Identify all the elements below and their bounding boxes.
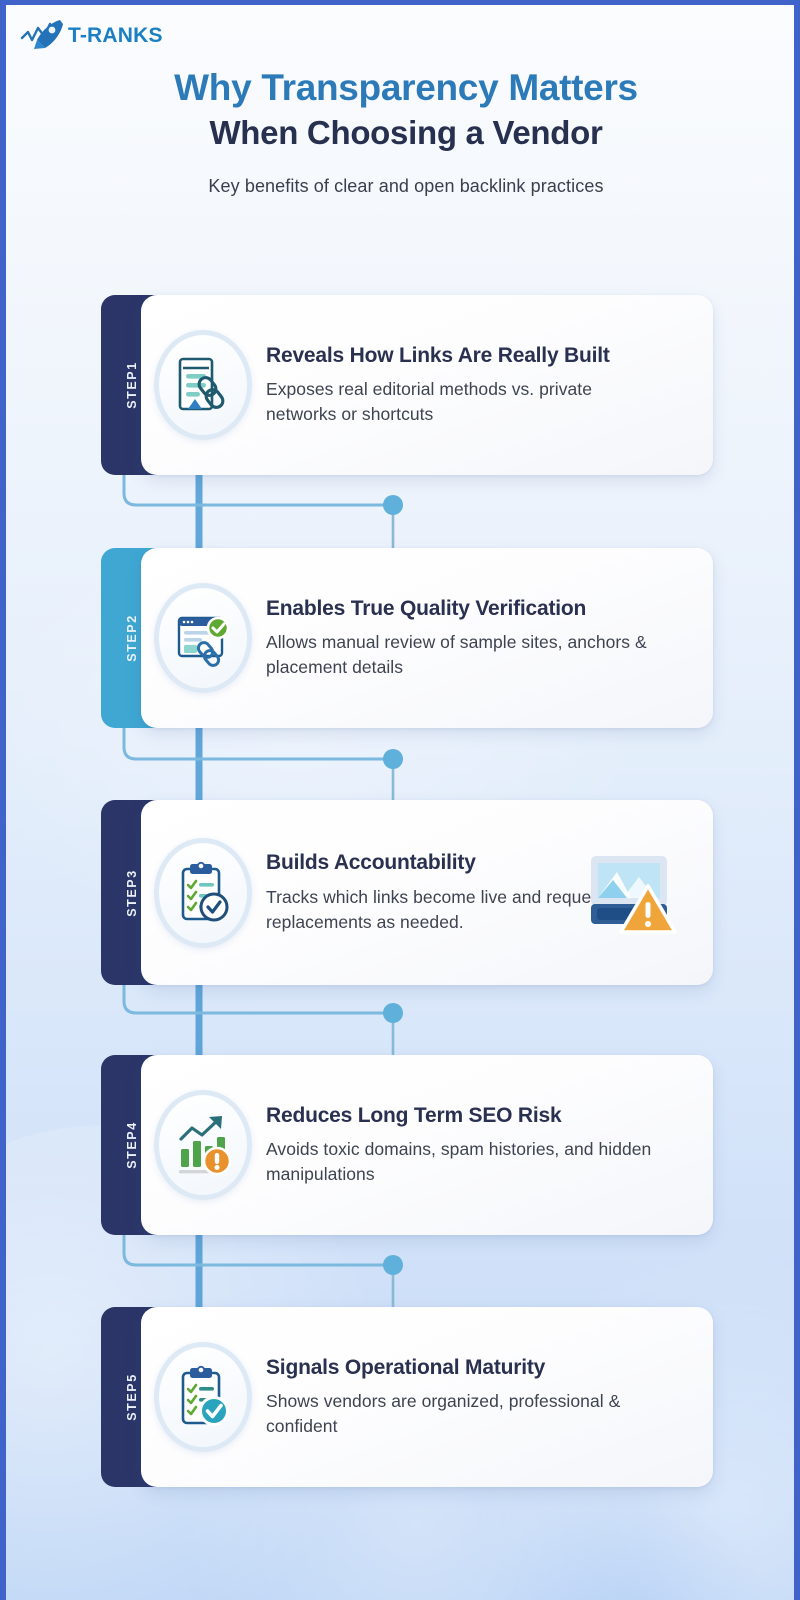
step-text: Reveals How Links Are Really Built Expos… (266, 295, 693, 475)
step-title: Builds Accountability (266, 851, 476, 875)
brand-wordmark: T-RANKS (68, 23, 163, 47)
connector-branch (122, 473, 393, 507)
brand-logo[interactable]: T-RANKS (20, 18, 163, 52)
connector-node (383, 1003, 403, 1023)
step-text: Builds Accountability Tracks which links… (266, 800, 693, 985)
step-tab-label: STEP3 (124, 868, 139, 917)
step-description: Exposes real editorial methods vs. priva… (266, 379, 593, 425)
clipboard-checklist-check-icon (154, 837, 252, 948)
step-text: Enables True Quality Verification Allows… (266, 548, 693, 728)
step-text: Reduces Long Term SEO Risk Avoids toxic … (266, 1055, 693, 1235)
connector-node (383, 749, 403, 769)
header: Why Transparency Matters When Choosing a… (6, 67, 794, 197)
step-card-1[interactable]: STEP1 Reveals How Links Are R (101, 295, 713, 475)
step-tab-label: STEP2 (124, 614, 139, 662)
step-tab-label: STEP1 (124, 361, 139, 409)
step-card-body: Reduces Long Term SEO Risk Avoids toxic … (141, 1055, 713, 1235)
step-card-4[interactable]: STEP4 Reduces Long Term SEO Risk (101, 1055, 713, 1235)
step-description: Tracks which links become live and reque… (266, 886, 614, 932)
step-title: Signals Operational Maturity (266, 1355, 546, 1379)
connector-branch (122, 1233, 393, 1267)
step-card-body: Signals Operational Maturity Shows vendo… (141, 1307, 713, 1487)
step-title: Reveals How Links Are Really Built (266, 343, 610, 367)
step-description: Allows manual review of sample sites, an… (266, 632, 647, 678)
background-blob (474, 1485, 774, 1600)
page-title-line1: Why Transparency Matters (174, 67, 638, 108)
step-text: Signals Operational Maturity Shows vendo… (266, 1307, 693, 1487)
step-card-body: Reveals How Links Are Really Built Expos… (141, 295, 713, 475)
step-tab-label: STEP4 (124, 1121, 139, 1169)
rocket-icon (20, 20, 63, 49)
growth-chart-warning-icon (154, 1090, 252, 1200)
step-description: Shows vendors are organized, professiona… (266, 1391, 621, 1437)
step-card-5[interactable]: STEP5 (101, 1307, 713, 1487)
step-card-2[interactable]: STEP2 (101, 548, 713, 728)
step-description: Avoids toxic domains, spam histories, an… (266, 1139, 652, 1185)
page-title-line2: When Choosing a Vendor (209, 114, 603, 152)
connector-node (383, 1255, 403, 1275)
document-link-icon (154, 330, 252, 440)
step-card-3[interactable]: STEP3 (101, 800, 713, 985)
connector-branch (122, 727, 393, 761)
clipboard-check-teal-icon (154, 1342, 252, 1452)
image-warning-icon (583, 850, 679, 936)
browser-window-check-link-icon (154, 583, 252, 693)
step-title: Enables True Quality Verification (266, 596, 587, 620)
page-subtitle: Key benefits of clear and open backlink … (208, 175, 604, 196)
connector-branch (122, 981, 393, 1015)
step-title: Reduces Long Term SEO Risk (266, 1103, 562, 1127)
step-card-body: Enables True Quality Verification Allows… (141, 548, 713, 728)
connector-node (383, 495, 403, 515)
step-card-body: Builds Accountability Tracks which links… (141, 800, 713, 985)
step-tab-label: STEP5 (124, 1373, 139, 1421)
